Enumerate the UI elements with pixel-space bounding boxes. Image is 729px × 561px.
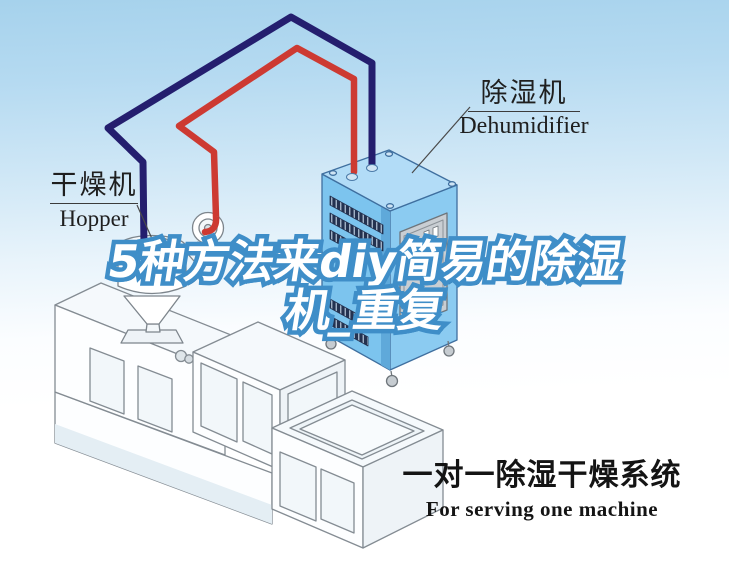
door-button (413, 300, 420, 311)
dehumidifier-leader-line (411, 106, 471, 174)
hopper-neck (145, 323, 161, 333)
hopper-label-zh: 干燥机 (50, 170, 138, 200)
clamp-right (362, 429, 444, 549)
blower-arm (185, 241, 207, 262)
control-door (399, 212, 448, 330)
control-door-inner (403, 219, 444, 322)
dehumidifier-label-en: Dehumidifier (459, 113, 589, 139)
injection-molding-machine (54, 282, 444, 549)
red-supply-hose (175, 44, 358, 236)
housing-window (137, 365, 173, 433)
hose-fitting (346, 173, 358, 181)
door-button (406, 297, 413, 308)
top-bolt (384, 151, 394, 157)
nozzle-ring (184, 354, 194, 364)
hopper-leader-line (136, 204, 154, 242)
clamp-window (279, 451, 317, 522)
dehumidifier-label: 除湿机 Dehumidifier (458, 78, 590, 140)
dehumidifier-label-rule (468, 111, 580, 112)
dehumidifier-machine (321, 149, 458, 388)
hose-fitting (138, 242, 150, 250)
vent-slat (329, 229, 384, 269)
hopper-lid-cap (146, 236, 170, 248)
hopper-label: 干燥机 Hopper (50, 170, 138, 232)
door-button (432, 225, 439, 239)
system-caption-zh: 一对一除湿干燥系统 (402, 459, 682, 492)
vent-slat (329, 212, 384, 252)
hose-fitting (366, 164, 378, 172)
top-bolt (328, 170, 338, 176)
guard-window (242, 381, 273, 455)
hopper-body (117, 247, 187, 295)
door-button (423, 229, 430, 243)
hopper-cone (123, 295, 181, 325)
clamp-window (320, 468, 355, 534)
system-caption-en: For serving one machine (425, 497, 659, 521)
dehumidifier-label-zh: 除湿机 (480, 78, 568, 108)
top-bolt (385, 203, 395, 209)
top-bolt (447, 181, 457, 187)
guard-window (200, 362, 238, 443)
housing-window (89, 347, 125, 415)
hopper-label-en: Hopper (59, 206, 129, 231)
casters (325, 332, 455, 388)
blue-return-hose (104, 13, 376, 251)
vent-slat (329, 298, 369, 330)
clamp-top-frame-inner (299, 404, 415, 456)
hopper-label-rule (50, 203, 138, 204)
vent-slat (329, 195, 384, 235)
vent-slat (329, 315, 369, 347)
machine-base-tint (55, 424, 272, 524)
system-caption: 一对一除湿干燥系统 For serving one machine (400, 459, 684, 521)
dehumidifier-handle (342, 266, 358, 278)
